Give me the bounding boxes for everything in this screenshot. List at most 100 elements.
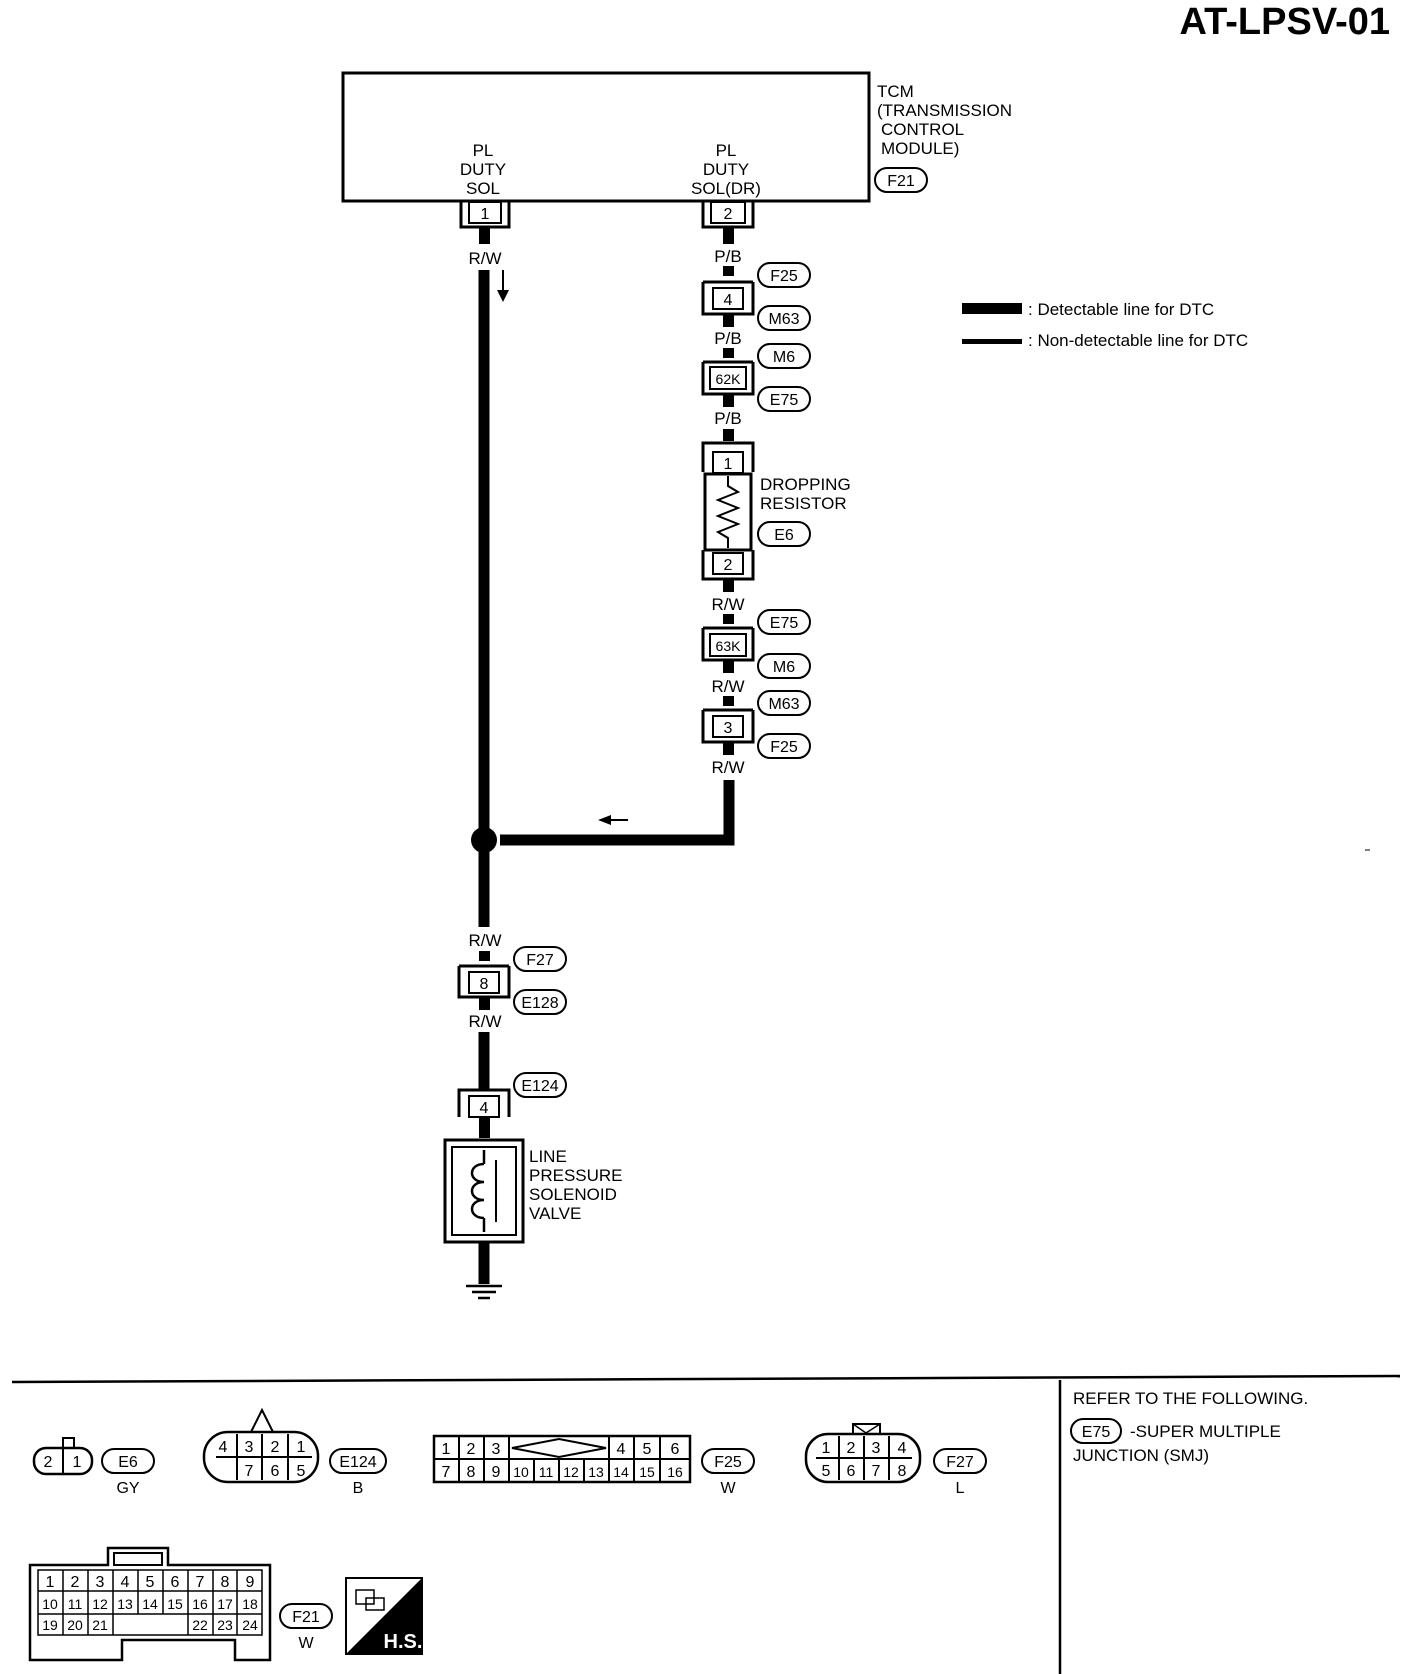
- f25-pin-2: 2: [467, 1441, 476, 1458]
- conn62k-pin: 62K: [716, 371, 742, 387]
- e124-pin-1: 1: [297, 1439, 306, 1456]
- f25-pin-8: 8: [467, 1464, 476, 1481]
- f27-pin-6: 6: [847, 1463, 856, 1480]
- f25-pin-13: 13: [588, 1464, 604, 1480]
- ground-icon: [466, 1284, 502, 1300]
- f21-pin-12: 12: [92, 1596, 108, 1612]
- term1-label-1: PL: [473, 141, 494, 160]
- connector-f21-face: 1 2 3 4 5 6 7 8 9 10 11 12 13 14 15 16 1…: [28, 1546, 272, 1662]
- term1-label-3: SOL: [466, 179, 500, 198]
- f25-tag: [701, 1448, 755, 1474]
- f25-pin-12: 12: [563, 1464, 579, 1480]
- f21-pin-23: 23: [217, 1617, 233, 1633]
- f21-pin-18: 18: [242, 1596, 258, 1612]
- conn63k-tag-top-label: E75: [770, 615, 799, 632]
- e124-pin-4: 4: [219, 1439, 228, 1456]
- e124-pin-2: 2: [271, 1439, 280, 1456]
- f21-pin-19: 19: [42, 1617, 58, 1633]
- conn8-tag-bottom-label: E128: [521, 995, 558, 1012]
- f21-pin-2: 2: [71, 1574, 80, 1591]
- f21-pin-11: 11: [68, 1596, 83, 1612]
- conn4-tag-top: [757, 262, 811, 288]
- f21-pin-3: 3: [96, 1574, 105, 1591]
- f21-color: W: [298, 1635, 314, 1652]
- conn62k-box: [709, 366, 747, 390]
- right-wire-pb-3: P/B: [714, 409, 741, 428]
- term2-label-3: SOL(DR): [691, 179, 761, 198]
- lower-wire-stub-2: [479, 998, 490, 1010]
- f21-pin-6: 6: [171, 1574, 180, 1591]
- f25-pin-10: 10: [513, 1464, 529, 1480]
- term1-label-2: DUTY: [460, 160, 506, 179]
- right-wire-to-splice: [500, 780, 735, 846]
- conn8-box: [468, 971, 500, 994]
- lower-wire-rw-1: R/W: [468, 931, 501, 950]
- lower-wire-stub-1: [479, 951, 490, 961]
- conn62k-tag-top: [757, 343, 811, 369]
- left-wire-stub: [479, 228, 490, 244]
- legend-non-detectable-text: : Non-detectable line for DTC: [1028, 331, 1248, 350]
- f25-pin-3: 3: [492, 1441, 501, 1458]
- conn63k-bracket: [701, 628, 755, 662]
- f25-pin-5: 5: [643, 1441, 652, 1458]
- e124-pin-3: 3: [245, 1439, 254, 1456]
- solenoid-name-1: LINE: [529, 1147, 567, 1166]
- e124-pin-7: 7: [245, 1463, 254, 1480]
- tcm-name-1: TCM: [877, 82, 914, 101]
- tcm-pin2-bracket: [701, 201, 755, 229]
- tcm-pin1-number: 1: [481, 206, 490, 223]
- term2-label-1: PL: [716, 141, 737, 160]
- conn4-bracket: [701, 282, 755, 316]
- f21-pin-17: 17: [217, 1596, 233, 1612]
- tcm-name-3: CONTROL: [881, 120, 964, 139]
- right-wire-stub-10: [723, 696, 734, 706]
- conn3-box: [712, 715, 744, 738]
- tcm-connector-tag: [874, 167, 928, 193]
- refer-tag: [1070, 1418, 1122, 1444]
- legend-detectable-text: : Detectable line for DTC: [1028, 300, 1214, 319]
- lower-wire-stub-3: [479, 1118, 490, 1138]
- f27-tag: [933, 1448, 987, 1474]
- f27-pin-7: 7: [872, 1463, 881, 1480]
- tcm-name-4: MODULE): [881, 139, 959, 158]
- right-flow-arrow-head: [598, 815, 611, 825]
- conn4-box: [712, 287, 744, 310]
- right-wire-stub-3: [723, 315, 734, 327]
- f25-pin-15: 15: [639, 1464, 655, 1480]
- right-wire-stub-4: [723, 348, 734, 358]
- connector-e124-face: 4 3 2 1 7 6 5: [202, 1407, 320, 1484]
- f27-pin-1: 1: [822, 1440, 831, 1457]
- f21-tag: [279, 1603, 333, 1629]
- f27-tag-label: F27: [946, 1454, 974, 1471]
- conn-e124-tag: [513, 1072, 567, 1098]
- conn4-tag-top-label: F25: [770, 268, 798, 285]
- e6-tag: [101, 1448, 155, 1474]
- f25-color: W: [720, 1480, 736, 1497]
- f21-pin-5: 5: [146, 1574, 155, 1591]
- refer-line1: REFER TO THE FOLLOWING.: [1073, 1389, 1308, 1408]
- f21-pin-16: 16: [192, 1596, 208, 1612]
- connector-e6-face: 2 1: [32, 1437, 94, 1476]
- e6-color: GY: [116, 1480, 139, 1497]
- tcm-connector-label: F21: [887, 173, 915, 190]
- f27-pin-5: 5: [822, 1463, 831, 1480]
- f25-pin-4: 4: [617, 1441, 626, 1458]
- f25-pin-11: 11: [539, 1464, 554, 1480]
- f21-pin-13: 13: [117, 1596, 133, 1612]
- f25-pin-9: 9: [492, 1464, 501, 1481]
- f25-pin-6: 6: [671, 1441, 680, 1458]
- f27-pin-8: 8: [898, 1463, 907, 1480]
- right-wire-rw-3: R/W: [711, 758, 744, 777]
- resistor-zigzag: [715, 476, 741, 548]
- splice-dot: [471, 827, 497, 853]
- right-wire-stub-9: [723, 661, 734, 673]
- conn3-bracket: [701, 710, 755, 744]
- resistor-pin2-box: [712, 552, 744, 575]
- conn3-pin: 3: [724, 720, 733, 737]
- f25-pin-16: 16: [667, 1464, 683, 1480]
- conn4-tag-bottom-label: M63: [768, 311, 799, 328]
- conn62k-tag-bottom-label: E75: [770, 392, 799, 409]
- f27-pin-4: 4: [898, 1440, 907, 1457]
- solenoid-name-4: VALVE: [529, 1204, 581, 1223]
- conn-e124-box: [468, 1095, 500, 1118]
